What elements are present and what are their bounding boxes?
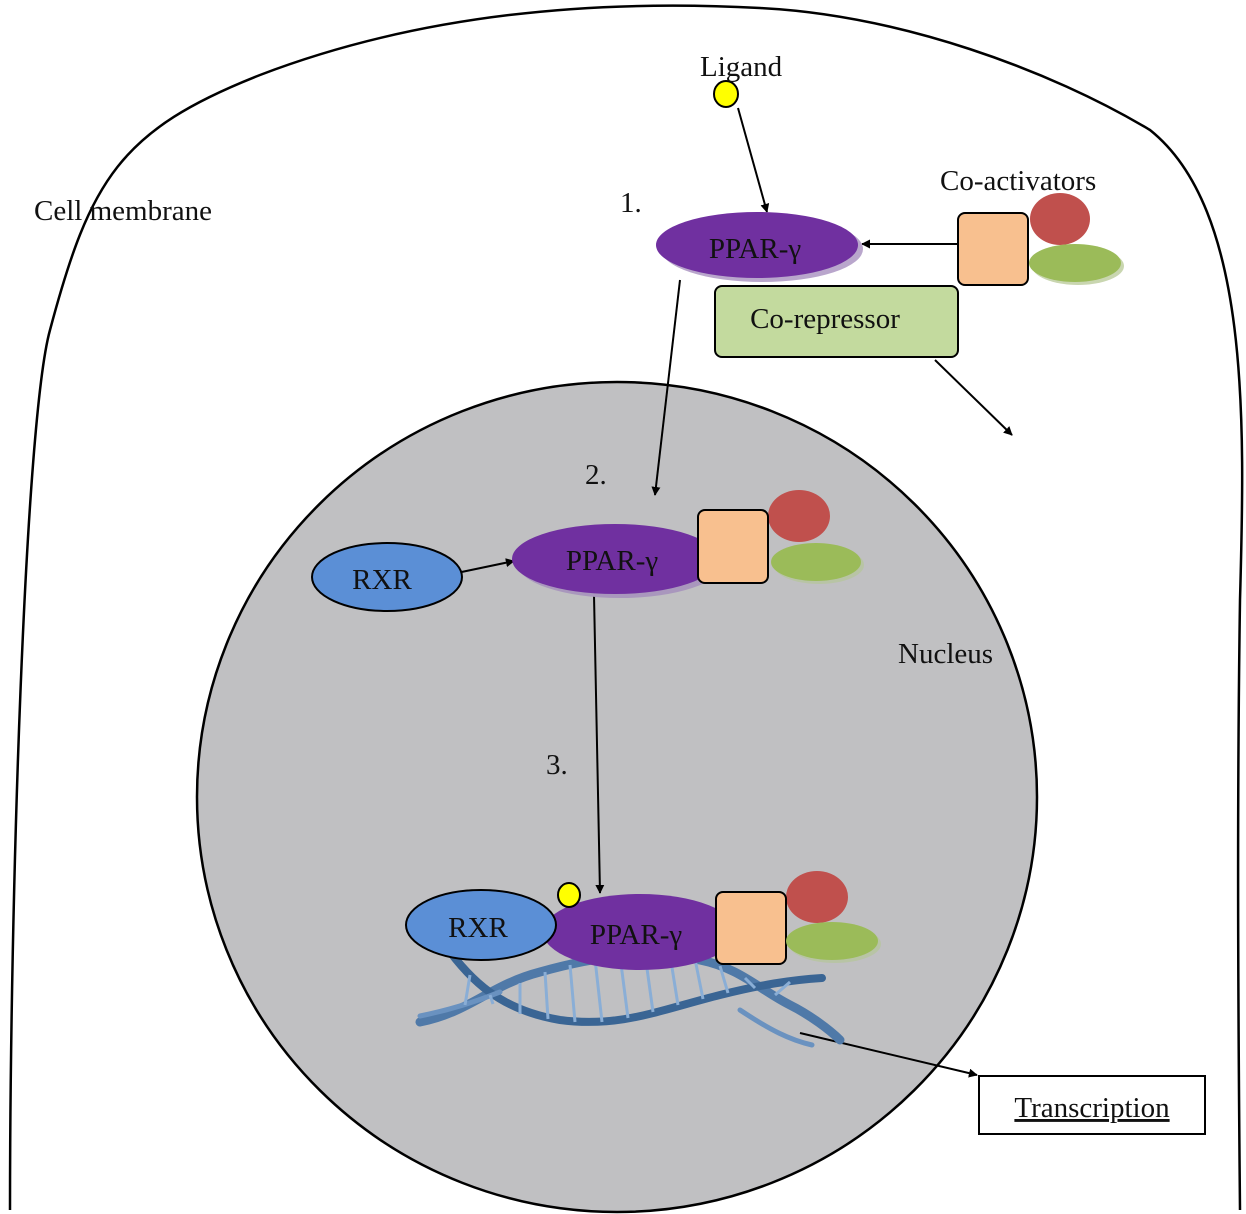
coactivator-square-top-icon — [957, 212, 1029, 286]
coactivator-red-top-icon — [1030, 193, 1090, 245]
rxr-mid-label: RXR — [352, 564, 412, 596]
coactivator-green-mid-icon — [771, 543, 861, 581]
cell-membrane-label: Cell membrane — [34, 195, 212, 227]
transcription-box — [978, 1075, 1206, 1135]
arrow-ligand-to-ppar — [737, 107, 770, 213]
cell-membrane-outline — [8, 4, 1244, 1211]
nucleus-circle — [195, 380, 1039, 1214]
coactivator-square-mid-icon — [697, 509, 769, 584]
nucleus-label: Nucleus — [898, 638, 993, 670]
coactivator-red-mid-icon — [768, 490, 830, 542]
coactivator-square-bottom-icon — [715, 891, 787, 965]
co-activators-label: Co-activators — [940, 165, 1096, 197]
rxr-mid-ellipse — [311, 542, 463, 612]
step-3-label: 3. — [546, 749, 568, 781]
arrow-ppar-to-nucleus — [651, 279, 681, 496]
arrow-co-repressor-release — [934, 359, 1013, 436]
ppar-mid-label: PPAR-γ — [566, 545, 659, 577]
rxr-bottom-label: RXR — [448, 912, 508, 944]
ppar-mid-ellipse — [512, 524, 718, 594]
ligand-label: Ligand — [700, 51, 783, 83]
step-2-label: 2. — [585, 459, 607, 491]
step-1-label: 1. — [620, 187, 642, 219]
ppar-bottom-label: PPAR-γ — [590, 919, 683, 951]
arrow-dna-to-transcription — [799, 1032, 978, 1078]
co-repressor-label: Co-repressor — [750, 303, 900, 335]
ppar-top-ellipse — [656, 212, 858, 278]
arrow-ppar-to-dna — [593, 594, 605, 894]
coactivator-green-bottom-icon — [786, 922, 878, 960]
coactivator-green-top-icon — [1029, 244, 1121, 282]
ligand-bound-icon — [557, 882, 581, 908]
co-repressor-box — [714, 285, 959, 358]
transcription-label: Transcription — [1014, 1092, 1170, 1124]
coactivator-red-bottom-icon — [786, 871, 848, 923]
rxr-bottom-ellipse — [405, 889, 557, 961]
ligand-icon — [713, 80, 739, 108]
ppar-bottom-ellipse — [543, 894, 737, 970]
arrow-rxr-to-ppar — [451, 558, 515, 575]
dna-helix-icon — [415, 941, 845, 1048]
ppar-top-label: PPAR-γ — [709, 233, 802, 265]
